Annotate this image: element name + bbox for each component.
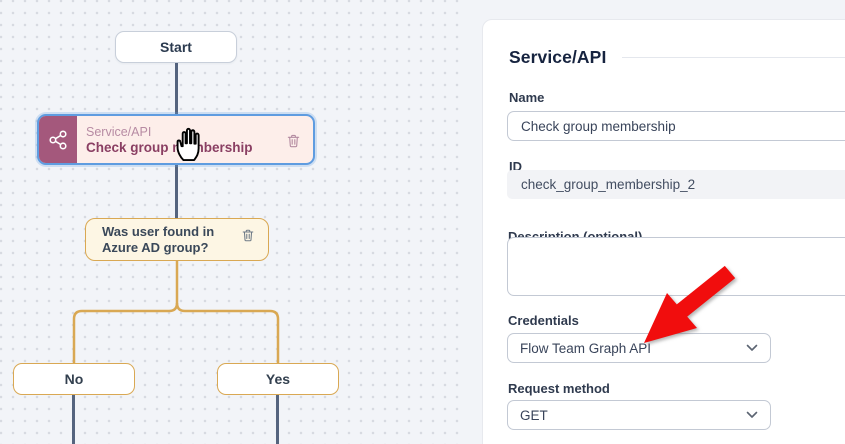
delete-service-node-button[interactable] (286, 133, 301, 149)
node-no-label: No (64, 371, 84, 387)
node-yes[interactable]: Yes (217, 363, 339, 395)
credentials-selected-value: Flow Team Graph API (520, 340, 652, 356)
panel-header: Service/API (509, 47, 845, 68)
credentials-select[interactable]: Flow Team Graph API (507, 333, 771, 363)
panel-title: Service/API (509, 47, 607, 67)
delete-decision-node-button[interactable] (241, 228, 255, 243)
node-yes-label: Yes (265, 371, 291, 387)
chevron-down-icon (746, 411, 758, 418)
service-node-text: Service/API Check group membership (77, 125, 253, 155)
edge-service-to-decision (175, 163, 178, 220)
name-input[interactable] (507, 111, 845, 141)
node-start-label: Start (160, 39, 192, 55)
name-label: Name (509, 90, 545, 105)
id-value: check_group_membership_2 (507, 170, 845, 199)
request-method-selected-value: GET (520, 407, 548, 423)
edge-decision-branches (72, 261, 280, 365)
description-textarea[interactable] (507, 237, 845, 296)
hand-cursor-icon (176, 127, 200, 162)
service-node-type-label: Service/API (86, 124, 152, 139)
annotation-red-arrow-icon (644, 265, 736, 343)
request-method-select[interactable]: GET (507, 400, 771, 430)
edge-yes-down (276, 394, 279, 444)
service-node-title: Check group membership (86, 139, 253, 155)
node-no[interactable]: No (13, 363, 135, 395)
trash-icon (287, 134, 300, 148)
chevron-down-icon (746, 344, 758, 351)
decision-node-label: Was user found in Azure AD group? (102, 224, 214, 256)
node-decision[interactable]: Was user found in Azure AD group? (85, 218, 269, 261)
decision-label-line2: Azure AD group? (102, 240, 209, 255)
credentials-label: Credentials (508, 313, 579, 328)
node-service-api[interactable]: Service/API Check group membership (37, 114, 315, 165)
edge-start-to-service (175, 62, 178, 118)
decision-label-line1: Was user found in (102, 224, 215, 239)
edge-no-down (72, 394, 75, 444)
request-method-label: Request method (508, 381, 610, 396)
node-start[interactable]: Start (115, 31, 237, 63)
trash-icon (242, 229, 254, 242)
properties-panel: Service/API Name ID check_group_membersh… (482, 19, 845, 444)
flow-canvas[interactable]: Start Service/API Check group membership (0, 0, 462, 444)
share-icon (39, 116, 77, 163)
header-divider (622, 57, 845, 58)
